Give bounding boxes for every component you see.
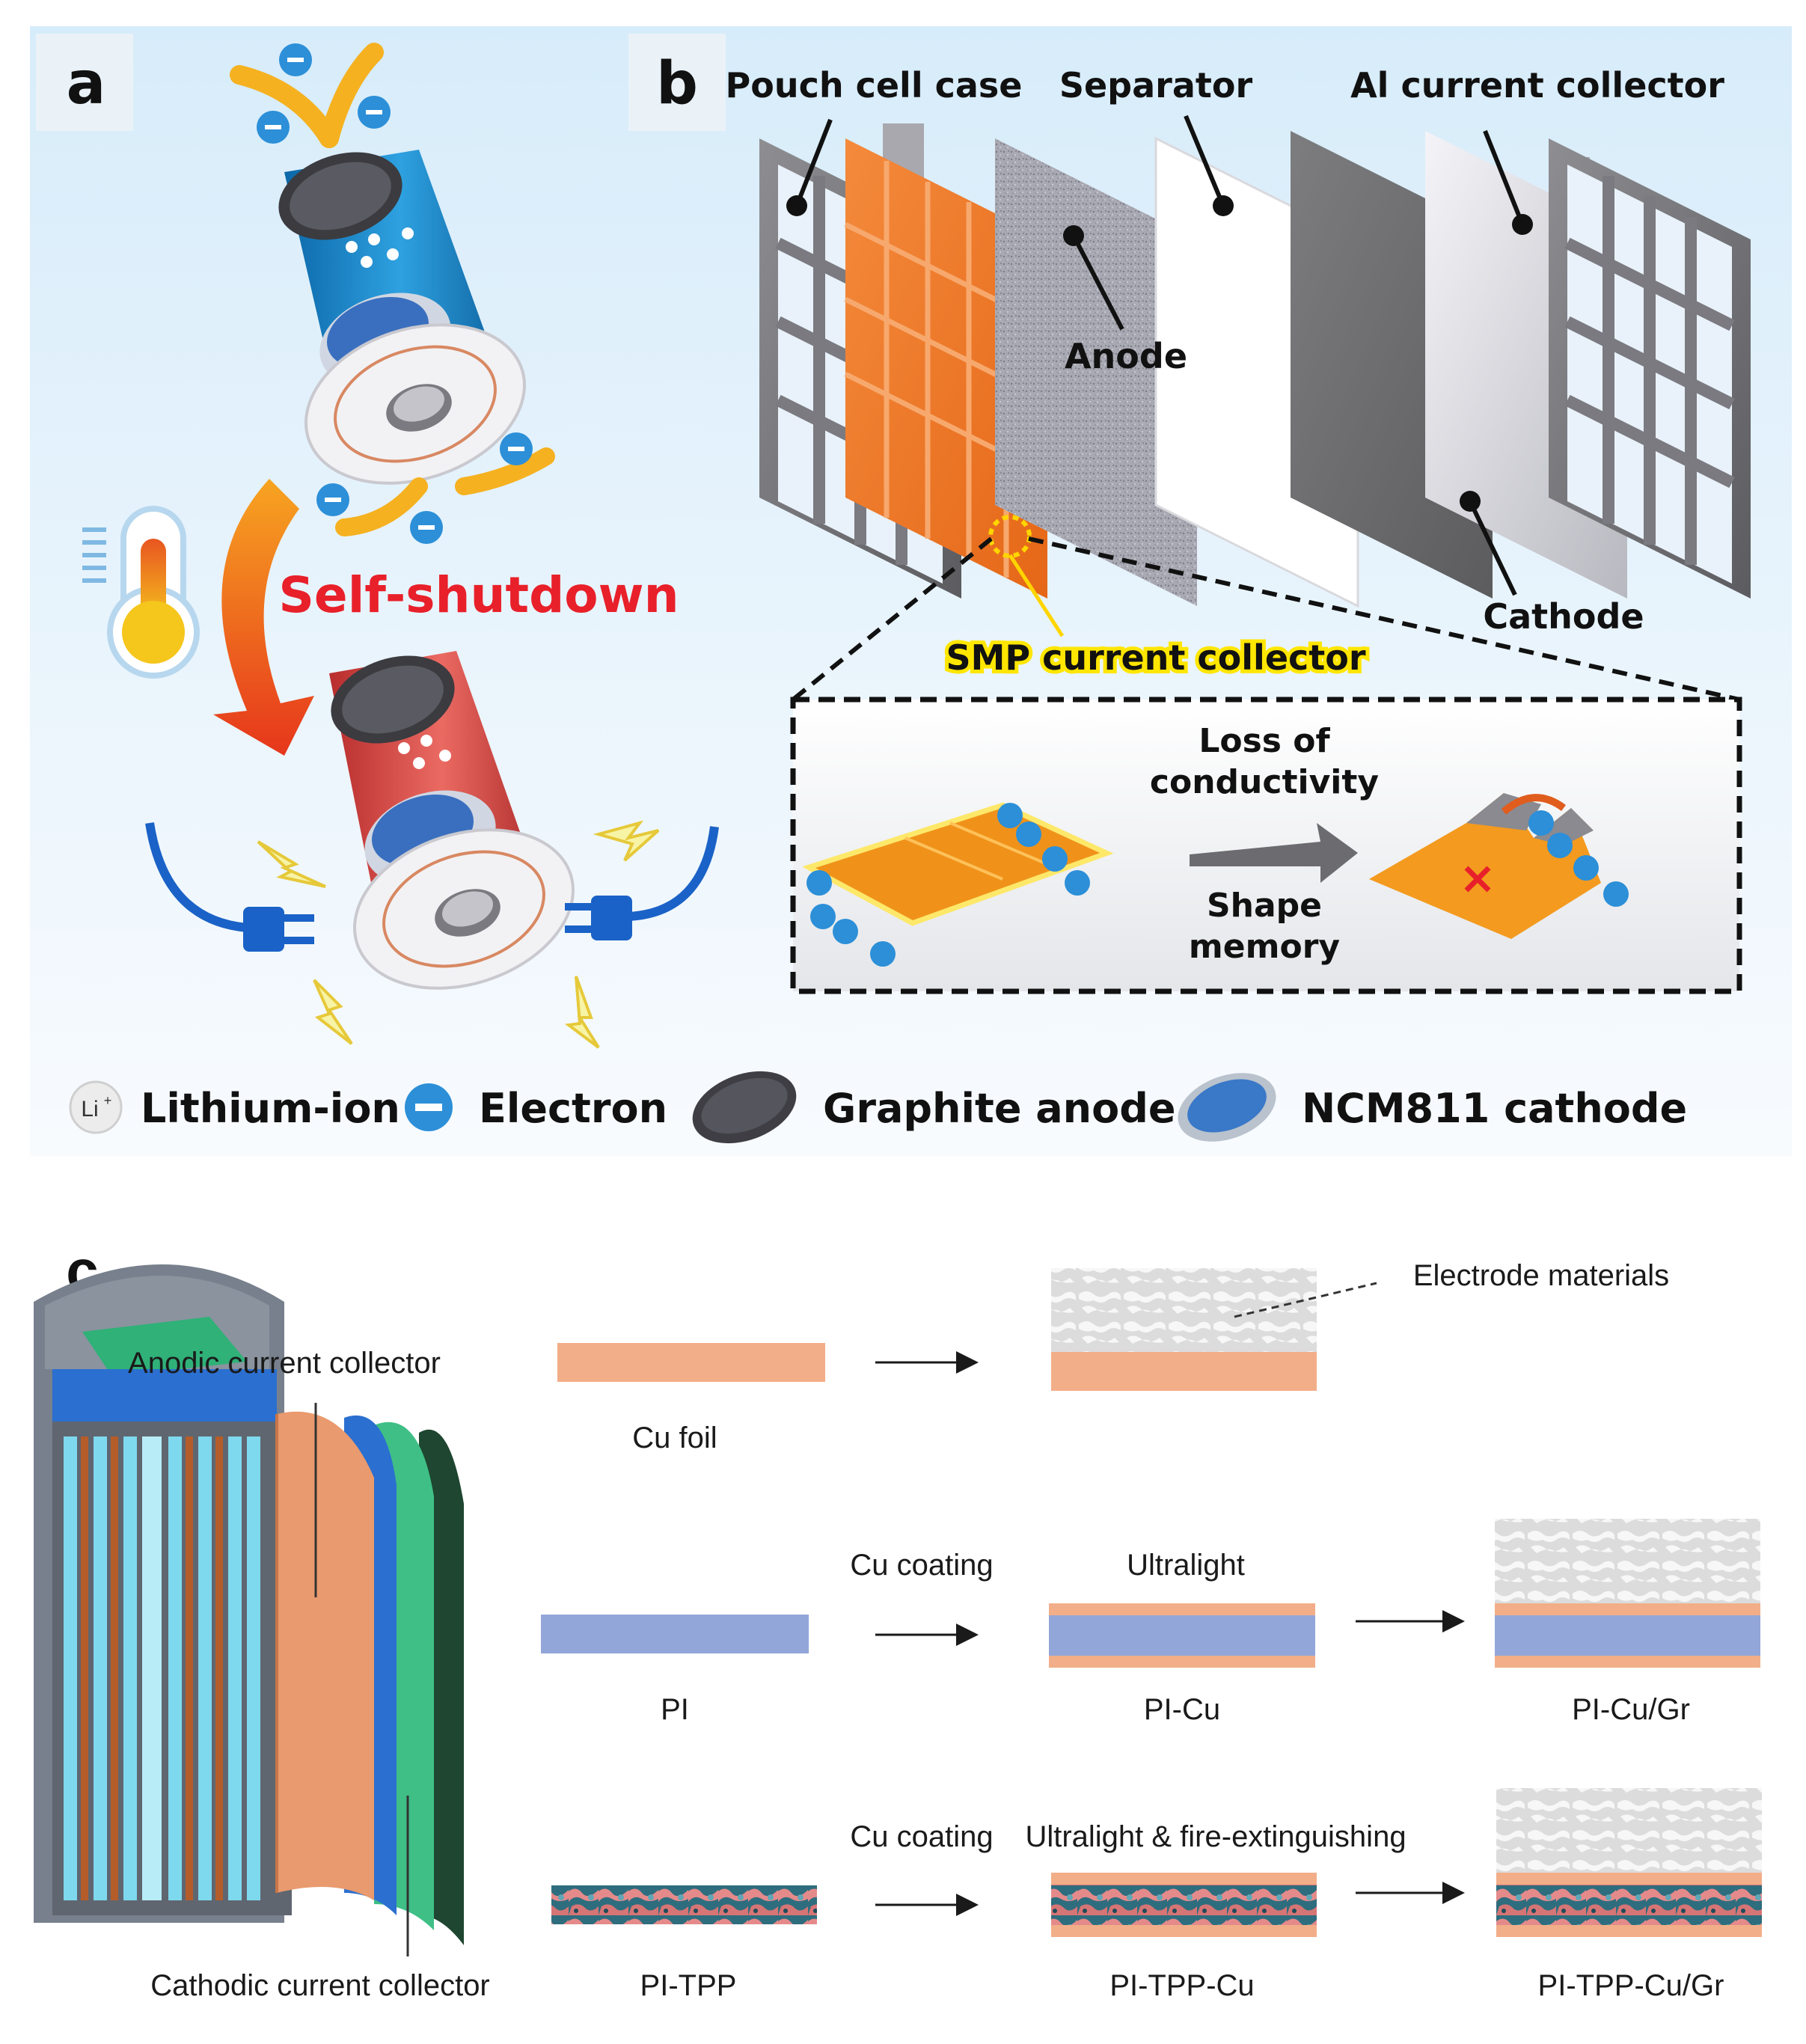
ultralight-fire-label: Ultralight & fire-extinguishing xyxy=(1025,1820,1406,1853)
pi-tpp-cu-gr-strip xyxy=(1496,1885,1762,1925)
lightning-icon xyxy=(257,820,660,1049)
cylindrical-cell-cutaway xyxy=(34,1264,464,1945)
battery-cylinder-blue xyxy=(278,150,526,485)
cathodic-current-collector-label: Cathodic current collector xyxy=(150,1969,490,2002)
power-plug-icon xyxy=(145,822,314,952)
label-pointer-dots xyxy=(786,195,1533,512)
legend: Li + Lithium-ion Electron Graphite anode… xyxy=(69,1071,1687,1144)
pi-tpp-strip xyxy=(551,1885,817,1924)
ultralight-label: Ultralight xyxy=(1127,1549,1245,1582)
pi-cu-coating-label: Cu coating xyxy=(850,1549,993,1582)
legend-lithium-ion: Lithium-ion xyxy=(141,1085,400,1132)
cu-foil-label: Cu foil xyxy=(632,1422,717,1454)
pi-cu-gr-label: PI-Cu/Gr xyxy=(1572,1693,1690,1726)
lithium-ion-symbol: Li xyxy=(81,1097,98,1122)
zoom-line-right xyxy=(1028,536,1740,702)
electrode-materials-pointer xyxy=(1234,1282,1377,1318)
pi-tpp-cu-gr-label: PI-TPP-Cu/Gr xyxy=(1538,1969,1724,2002)
conductivity-label: conductivity xyxy=(1150,763,1379,801)
panel-b-letter-box xyxy=(628,34,726,131)
panel-a: a xyxy=(36,34,719,1049)
inset-electrons-left xyxy=(806,803,1090,967)
self-shutdown-label: Self-shutdown xyxy=(278,566,679,624)
outgoing-electron-arrows xyxy=(316,432,555,544)
power-plug-icon xyxy=(565,826,719,940)
label-pointers xyxy=(795,114,1525,596)
folded-smp-foil xyxy=(1369,793,1601,939)
cu-foil-strip xyxy=(557,1343,825,1382)
pi-tpp-cu-label: PI-TPP-Cu xyxy=(1109,1969,1254,2002)
pi-cu-strip xyxy=(1049,1615,1315,1656)
panel-b: b xyxy=(628,34,1751,994)
lithium-ion-icon xyxy=(69,1080,123,1134)
electrode-materials-label: Electrode materials xyxy=(1413,1259,1669,1292)
shape-label: Shape xyxy=(1207,887,1322,925)
panel-a-letter-box xyxy=(36,34,133,131)
pi-tpp-cu-coating-label: Cu coating xyxy=(850,1820,993,1853)
electrode-material-layer xyxy=(1051,1268,1317,1352)
anodic-current-collector-sheet xyxy=(277,1411,374,1900)
pi-cu-label: PI-Cu xyxy=(1144,1693,1220,1726)
cu-foil-coated-strip xyxy=(1051,1352,1317,1391)
row-pi: PI Cu coating Ultralight PI-Cu PI-Cu/Gr xyxy=(541,1519,1760,1726)
anode-sheet xyxy=(995,138,1197,606)
transition-arrow xyxy=(213,479,314,756)
anodic-current-collector-label: Anodic current collector xyxy=(128,1347,441,1380)
cathode-label: Cathode xyxy=(1483,596,1644,637)
inset-electrons-right xyxy=(1528,810,1629,907)
zoom-line-left xyxy=(792,536,993,702)
loss-of-label: Loss of xyxy=(1199,722,1330,760)
legend-electron: Electron xyxy=(479,1085,667,1132)
top-cap-green xyxy=(82,1317,247,1377)
memory-label: memory xyxy=(1189,928,1340,966)
panel-c: c xyxy=(34,1237,1762,2002)
separator-label: Separator xyxy=(1059,65,1253,105)
pi-tpp-cu-strip xyxy=(1051,1885,1317,1925)
legend-ncm811-cathode: NCM811 cathode xyxy=(1302,1085,1687,1132)
pi-tpp-label: PI-TPP xyxy=(640,1969,737,2002)
inset-transition-arrow xyxy=(1190,823,1358,883)
al-current-collector-label: Al current collector xyxy=(1350,65,1724,105)
legend-graphite-anode: Graphite anode xyxy=(823,1085,1176,1132)
pouch-cell-case-label: Pouch cell case xyxy=(726,65,1023,105)
mechanism-inset: Loss of conductivity Shape memory xyxy=(790,697,1742,994)
panel-a-letter: a xyxy=(67,50,106,117)
anode-label: Anode xyxy=(1065,336,1187,376)
row-cu-foil: Cu foil Electrode materials xyxy=(557,1259,1669,1454)
disconnect-x-icon xyxy=(1464,866,1491,893)
thermometer-icon xyxy=(82,506,200,679)
panel-b-letter: b xyxy=(656,50,698,117)
electrode-roll-strips xyxy=(64,1436,260,1900)
smp-pointer xyxy=(1008,554,1065,637)
incoming-electron-arrows xyxy=(230,43,391,148)
pi-label: PI xyxy=(661,1693,689,1726)
row-pi-tpp: PI-TPP Cu coating Ultralight & fire-exti… xyxy=(551,1788,1762,2002)
smp-highlight-ring xyxy=(988,515,1032,558)
battery-cylinder-red xyxy=(329,651,575,990)
pi-cu-gr-strip xyxy=(1495,1615,1760,1656)
smp-current-collector-label: SMP current collector xyxy=(946,637,1365,678)
lithium-ion-superscript: + xyxy=(104,1093,112,1108)
pi-strip xyxy=(541,1615,809,1653)
pouch-cell-case-grid-right xyxy=(1549,138,1751,599)
